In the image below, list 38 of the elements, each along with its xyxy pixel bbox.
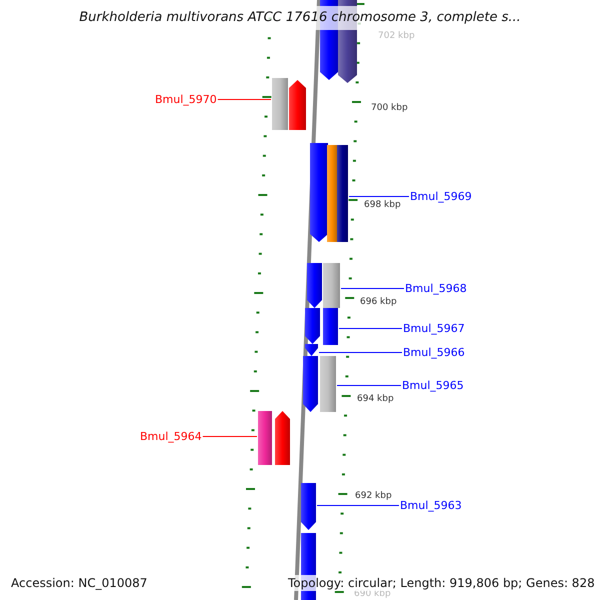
gene-label: Bmul_5970 xyxy=(155,93,217,106)
gene-block xyxy=(272,78,288,130)
scale-label: 696 kbp xyxy=(360,297,397,308)
gene-block xyxy=(327,145,337,242)
scale-label: 692 kbp xyxy=(355,491,392,502)
gene-label: Bmul_5969 xyxy=(410,190,472,203)
gene-block xyxy=(258,411,272,465)
gene-label: Bmul_5966 xyxy=(403,346,465,359)
gene-label: Bmul_5964 xyxy=(140,430,202,443)
scale-label: 690 kbp xyxy=(354,589,391,600)
scale-label: 702 kbp xyxy=(378,31,415,42)
gene-block xyxy=(301,483,316,530)
gene-block xyxy=(307,263,322,308)
gene-block xyxy=(289,80,306,130)
scale-label: 698 kbp xyxy=(364,200,401,211)
gene-label: Bmul_5968 xyxy=(405,282,467,295)
gene-block xyxy=(323,263,340,308)
gene-label: Bmul_5965 xyxy=(402,379,464,392)
gene-label: Bmul_5963 xyxy=(400,499,462,512)
leader-line xyxy=(217,99,272,100)
gene-block xyxy=(320,356,336,412)
leader-line xyxy=(316,505,400,506)
leader-line xyxy=(202,436,258,437)
gene-block xyxy=(303,356,318,412)
title: Burkholderia multivorans ATCC 17616 chromosome 3, complete s... xyxy=(79,10,521,25)
gene-block xyxy=(275,411,290,465)
gene-block xyxy=(337,145,348,242)
leader-line xyxy=(318,352,402,353)
gene-label: Bmul_5967 xyxy=(403,322,465,335)
gene-block xyxy=(310,143,328,242)
leader-line xyxy=(338,328,402,329)
leader-line xyxy=(336,385,402,386)
leader-line xyxy=(348,196,410,197)
leader-line xyxy=(340,288,404,289)
gene-block xyxy=(323,308,338,345)
scale-label: 694 kbp xyxy=(357,394,394,405)
gene-block xyxy=(305,308,320,344)
scale-label: 700 kbp xyxy=(371,103,408,114)
